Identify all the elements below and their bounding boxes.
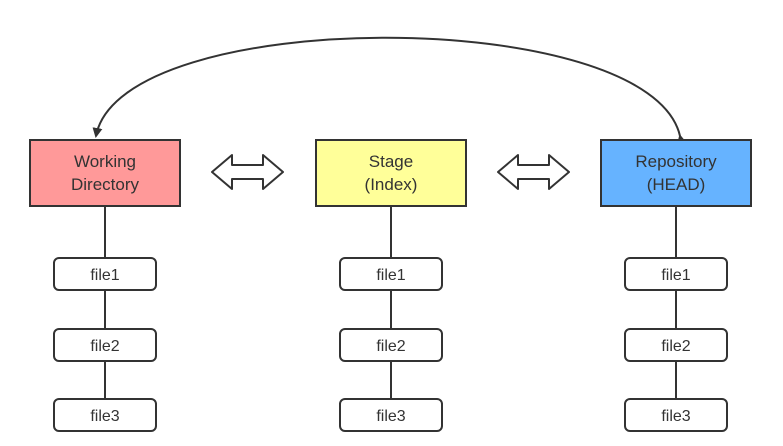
file-box [53,257,157,291]
file-box [53,328,157,362]
file-box [339,257,443,291]
curved-arrow [92,36,687,145]
stage-label-line1: Stage [369,152,413,171]
double-arrow-working-stage [211,154,284,190]
file-label: file1 [376,267,405,284]
file-label: file2 [661,338,690,355]
stage-box [315,139,467,207]
file-box [339,398,443,432]
file-label: file2 [376,338,405,355]
file-label: file1 [661,267,690,284]
file-box [339,328,443,362]
file-box [624,328,728,362]
working-directory-label-line1: Working [74,152,136,171]
file-box [624,257,728,291]
file-label: file3 [90,408,119,425]
file-label: file3 [376,408,405,425]
repository-label-line1: Repository [635,152,717,171]
working-directory-label-line2: Directory [71,175,140,194]
repository-box [600,139,752,207]
column-stage: Stage (Index) file1 file2 file3 [315,139,467,432]
double-arrow-stage-repository [497,154,570,190]
repository-label-line2: (HEAD) [647,175,706,194]
working-directory-box [29,139,181,207]
column-working-directory: Working Directory file1 file2 file3 [29,139,181,432]
file-box [53,398,157,432]
file-label: file1 [90,267,119,284]
file-label: file2 [90,338,119,355]
file-label: file3 [661,408,690,425]
file-box [624,398,728,432]
column-repository: Repository (HEAD) file1 file2 file3 [600,139,752,432]
stage-label-line2: (Index) [365,175,418,194]
